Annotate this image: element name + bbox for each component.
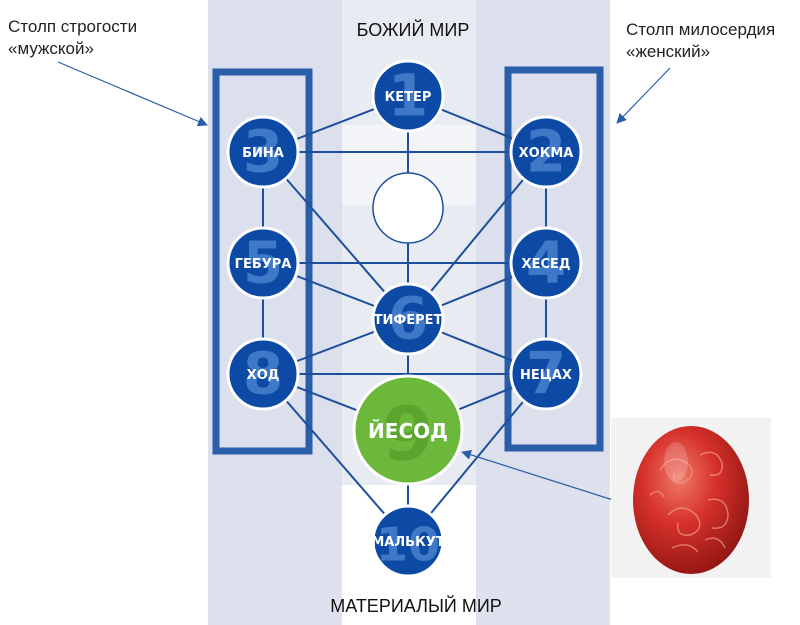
sefira-circle [371, 504, 445, 578]
right-label-arrow [616, 67, 671, 124]
sefira-circle [226, 337, 300, 411]
sefira-circle [226, 115, 300, 189]
sefira-name: КЕТЕР [385, 90, 432, 105]
bg-bottom-right [476, 485, 610, 625]
sefira-number: 5 [243, 228, 283, 296]
sefira-number: 10 [376, 517, 440, 571]
sefira-name: ХЕСЕД [522, 257, 571, 272]
sefira-number: 2 [526, 117, 566, 185]
sefira-circle [371, 59, 445, 133]
sefira-number: 8 [243, 339, 283, 407]
path-hod-malkhut [262, 373, 409, 542]
sefira-number: 9 [382, 392, 434, 478]
sefira-circle [509, 226, 583, 300]
left-pillar-label-line2: «мужской» [8, 39, 94, 58]
sefira-number: 3 [243, 117, 283, 185]
left-label-arrow [57, 61, 208, 127]
sefira-name: ХОД [247, 368, 280, 383]
left-pillar-label-line1: Столп строгости [8, 17, 138, 36]
bg-bottom-left [208, 485, 342, 625]
path-bina-tiferet [262, 151, 409, 320]
right-pillar-label: Столп милосердия «женский» [626, 19, 775, 63]
egg-arrow [461, 449, 633, 507]
sefira-circle [509, 337, 583, 411]
red-ornamental-egg-icon [611, 418, 771, 578]
sefira-name: ХОКМА [519, 146, 574, 161]
sefira-circle [226, 226, 300, 300]
sefira-number: 1 [388, 61, 428, 129]
sefira-name: ДААТ [388, 202, 429, 217]
right-pillar-label-line1: Столп милосердия [626, 20, 776, 39]
sefira-circle [371, 282, 445, 356]
left-pillar-label: Столп строгости «мужской» [8, 16, 137, 60]
sefira-number: 6 [388, 284, 428, 352]
right-pillar-label-line2: «женский» [626, 42, 711, 61]
sefira-circle [352, 374, 464, 486]
sefira-name: ГЕБУРА [235, 257, 292, 272]
sefira-number: 4 [526, 228, 566, 296]
sefira-name: ТИФЕРЕТ [374, 313, 443, 328]
sefira-circle [372, 172, 444, 244]
sefira-daat: ДААТ [372, 172, 444, 244]
sefira-circle [509, 115, 583, 189]
sefira-number: 7 [526, 339, 566, 407]
sefira-name: ЙЕСОД [368, 419, 448, 443]
sefira-name: МАЛЬКУТ [371, 535, 444, 550]
sefira-name: НЕЦАХ [520, 368, 572, 383]
right-pillar-frame [504, 66, 604, 452]
sefira-name: БИНА [242, 146, 284, 161]
left-pillar-frame [212, 68, 313, 455]
bottom-title: МАТЕРИАЛЫЙ МИР [330, 596, 502, 616]
top-title: БОЖИЙ МИР [356, 20, 470, 40]
